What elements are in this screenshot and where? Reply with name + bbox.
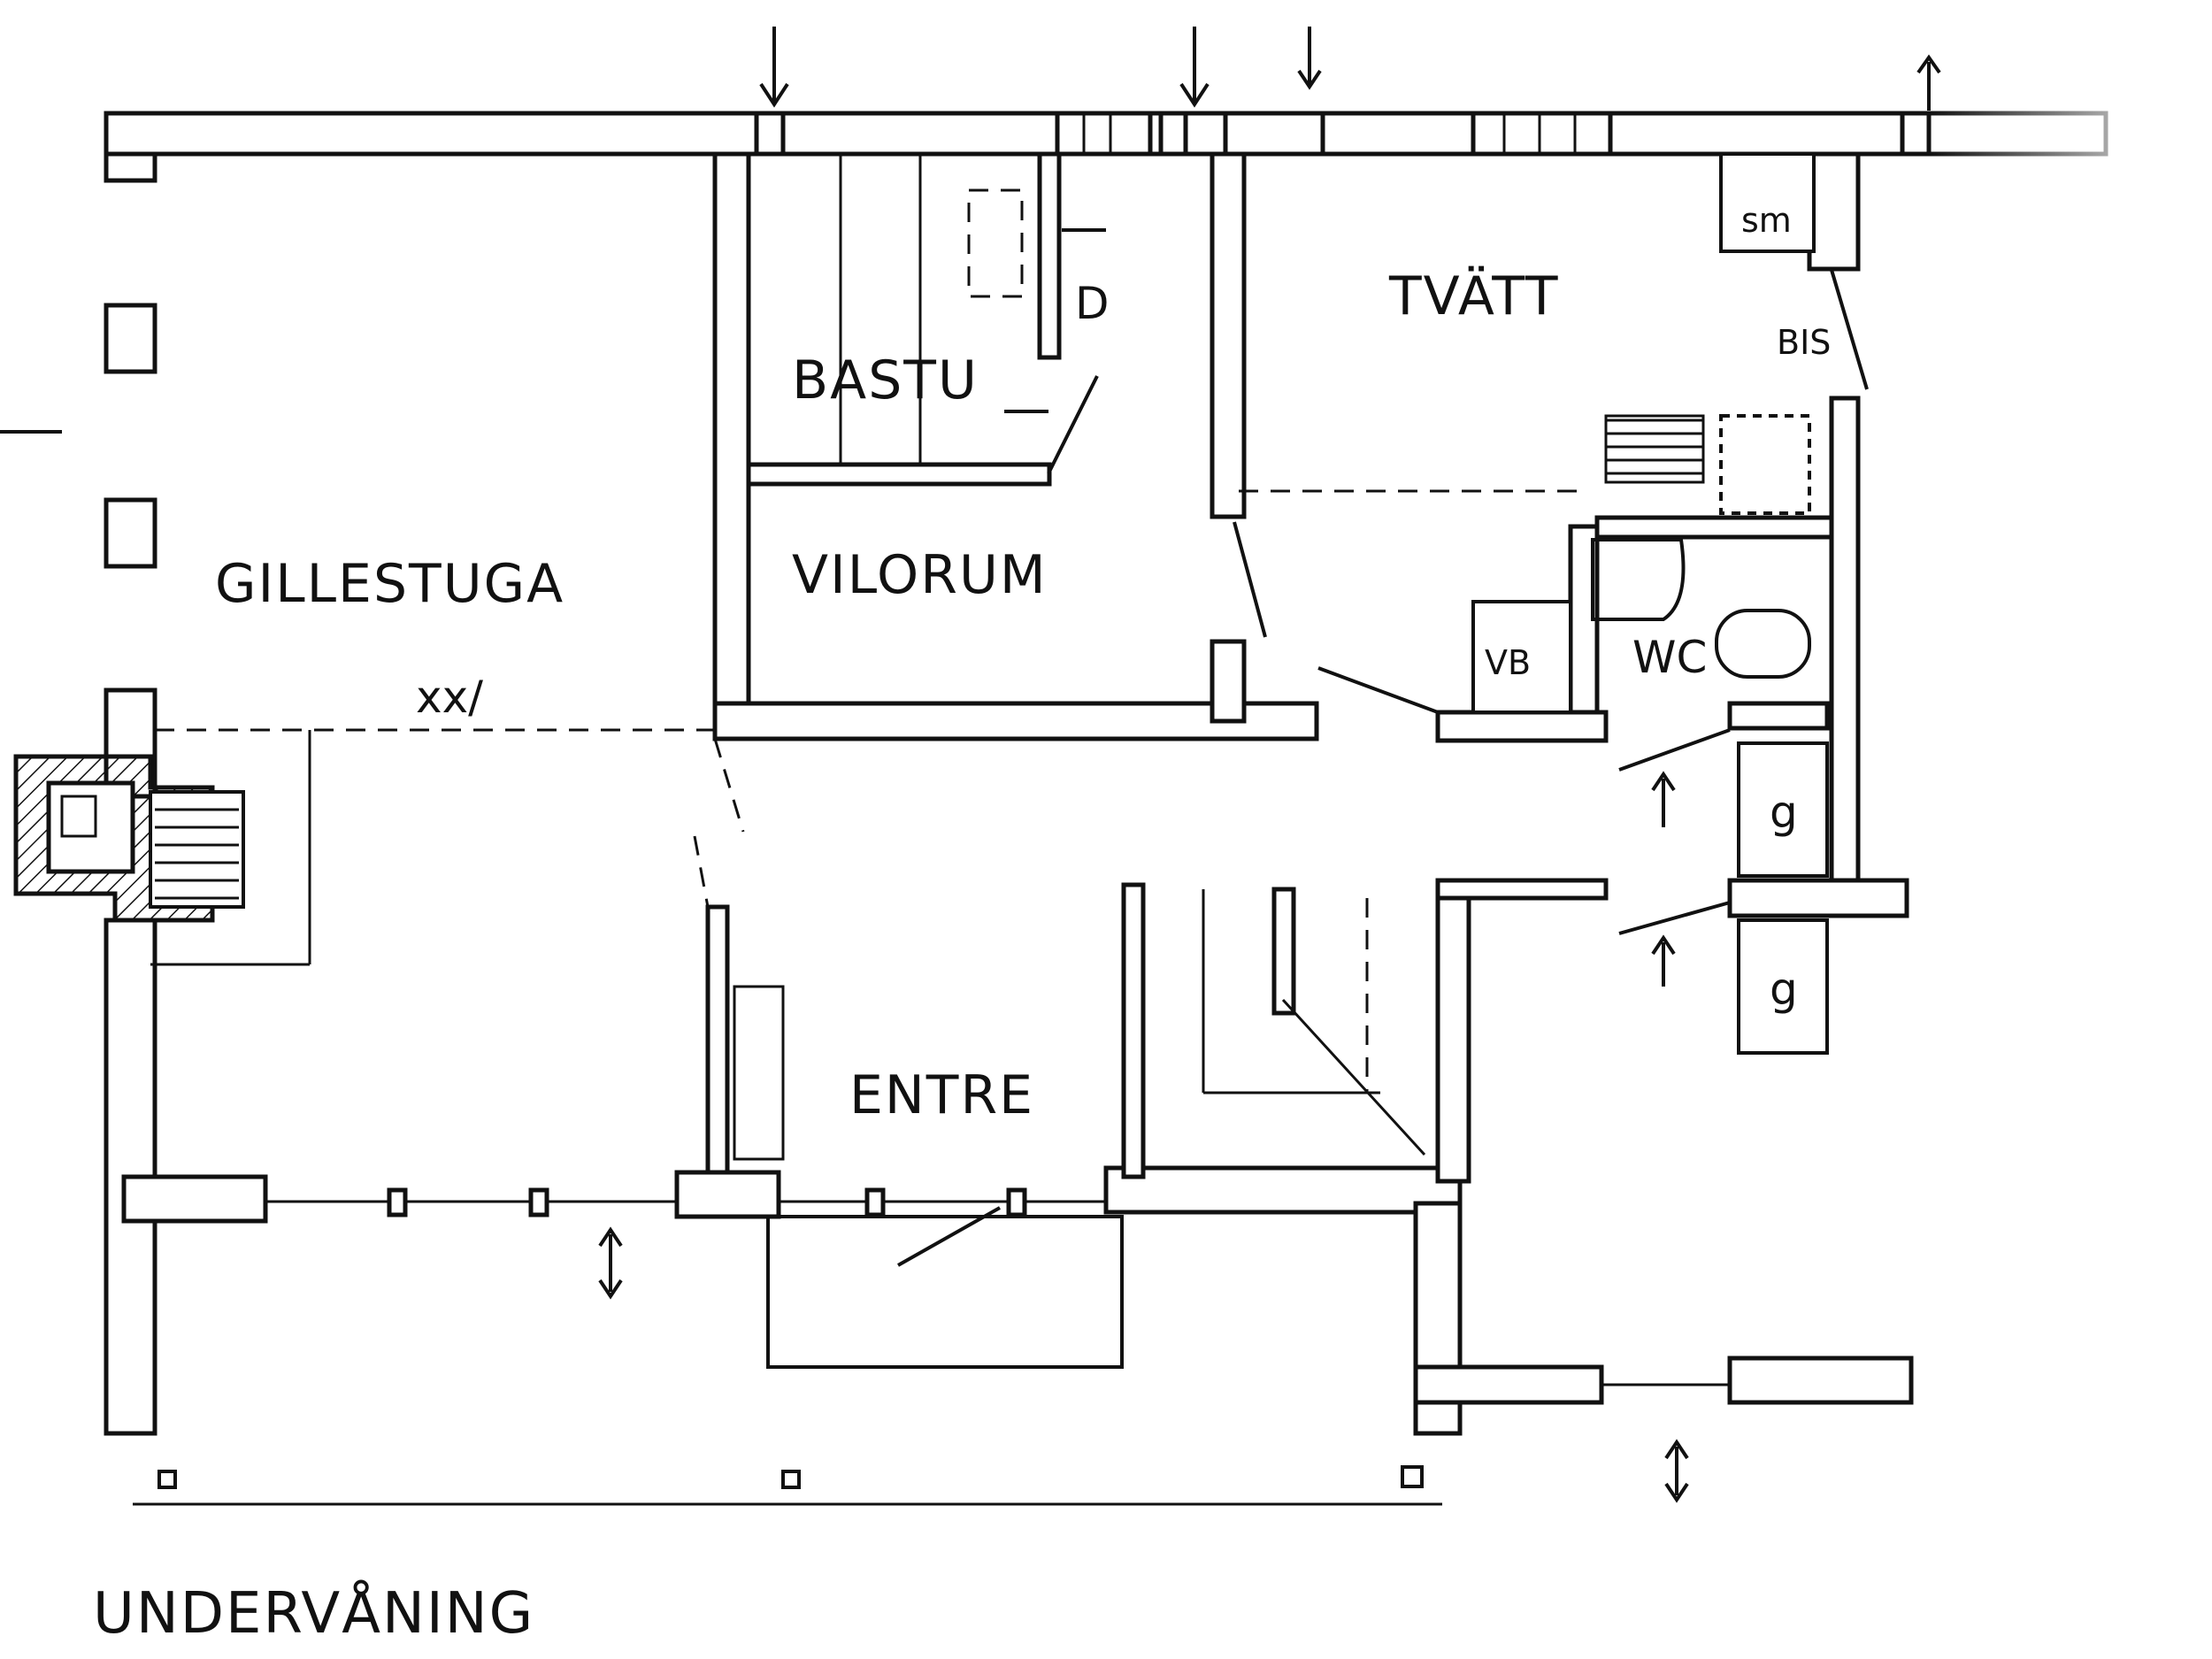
left-pillar-1 <box>104 303 157 374</box>
room-label-wc: WC <box>1632 632 1707 683</box>
marker-label-xx: xx/ <box>416 672 483 723</box>
fixture-label-d: D <box>1075 278 1110 329</box>
bottom-wall-entre <box>1103 1165 1463 1215</box>
tvatt-fixtures <box>1471 152 1829 1055</box>
door-swings <box>897 269 1869 1267</box>
hall-top-wall <box>1435 878 1609 901</box>
bottom-wall-left <box>121 1174 268 1224</box>
bastu-left-wall <box>712 151 751 723</box>
entre-stair <box>733 889 1426 1161</box>
vilorum-right-stub <box>1210 639 1247 724</box>
fixture-label-sm: sm <box>1741 201 1792 240</box>
dashed-lines <box>150 489 1584 966</box>
tvatt-right-wall-top <box>1807 151 1861 272</box>
tvatt-right-wall <box>1829 396 1861 896</box>
stair-inner-wall <box>1271 887 1296 1016</box>
room-label-bastu: BASTU <box>792 349 979 411</box>
room-label-vilorum: VILORUM <box>792 544 1048 606</box>
lower-bottom-wall-right <box>1727 1356 1914 1405</box>
fixture-label-vb: VB <box>1485 643 1531 682</box>
fixture-label-bis: BIS <box>1777 323 1831 362</box>
entre-left-wall <box>705 904 730 1175</box>
lower-bottom-wall <box>1413 1364 1604 1405</box>
entre-stair-wall <box>1121 882 1146 1179</box>
room-label-gillestuga: GILLESTUGA <box>215 553 565 615</box>
plan-title: UNDERVÅNING <box>93 1579 534 1647</box>
fireplace <box>13 754 245 923</box>
entrance-platform <box>766 1215 1124 1369</box>
top-left-stub <box>104 151 157 183</box>
wc-bottom-stub <box>1727 701 1830 731</box>
bottom-wall-mid <box>674 1170 781 1219</box>
room-label-tvatt: TVÄTT <box>1388 265 1560 327</box>
bastu-bench <box>839 154 1024 465</box>
arrows <box>0 27 1941 1503</box>
entre-right-wall <box>1435 878 1471 1184</box>
fixture-label-g1: g <box>1770 787 1798 838</box>
fixture-label-g2: g <box>1770 964 1798 1015</box>
left-pillar-2 <box>104 497 157 569</box>
wc-top-wall <box>1594 515 1834 540</box>
tvatt-left-wall <box>1210 151 1247 519</box>
bottom-dimension <box>133 1465 1442 1506</box>
right-mid-wall <box>1727 878 1909 918</box>
bastu-vilorum-divider <box>746 462 1052 487</box>
bastu-inner-wall <box>1037 151 1062 360</box>
walls <box>104 111 2108 1436</box>
vb-bottom-wall <box>1435 710 1609 743</box>
top-wall-openings <box>754 111 1932 157</box>
room-label-entre: ENTRE <box>849 1064 1034 1126</box>
